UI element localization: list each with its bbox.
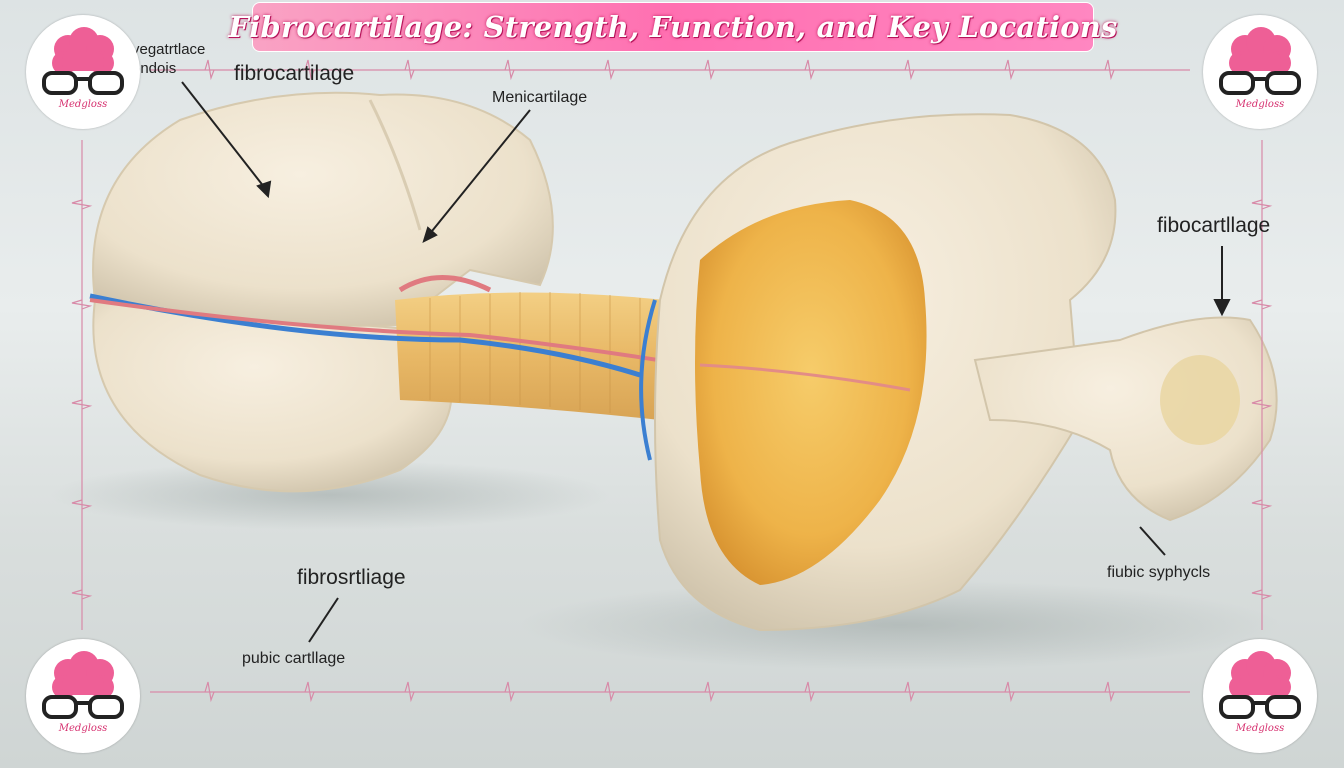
ecg-spikes (71, 59, 1273, 703)
logo-bottom-right: Medgloss (1203, 639, 1317, 753)
blue-vessel (89, 293, 641, 378)
label-top-left-small: vegatrtlace ondois (132, 41, 206, 77)
marrow-vessel (699, 363, 911, 392)
symphysis-cavity (1160, 355, 1240, 445)
label-bottom-right: fiubic syphycls (1107, 564, 1211, 581)
label-meniscus: Menicartilage (492, 89, 588, 106)
glasses-icon (42, 695, 124, 719)
logo-text: Medgloss (1235, 99, 1285, 110)
logo-text: Medgloss (58, 99, 108, 110)
red-vessel-branch (398, 275, 492, 293)
page-title: Fibrocartilage: Strength, Function, and … (228, 10, 1118, 44)
brain-icon (52, 27, 114, 75)
brain-icon (52, 651, 114, 699)
label-right-top: fibocartllage (1157, 214, 1271, 237)
annotation-arrows (181, 81, 1231, 643)
logo-top-left: Medgloss (26, 15, 140, 129)
brain-icon (1229, 651, 1291, 699)
ecg-border (81, 69, 1263, 693)
label-bottom-left-small: pubic cartllage (242, 650, 346, 667)
logo-text: Medgloss (1235, 723, 1285, 734)
glasses-icon (1219, 695, 1301, 719)
logo-text: Medgloss (58, 723, 108, 734)
label-bottom-left-large: fibrosrtliage (297, 566, 406, 589)
glasses-icon (42, 71, 124, 95)
left-cartilage-crease (368, 99, 422, 231)
left-cartilage-upper (92, 91, 554, 327)
floor-shadow (50, 460, 610, 530)
blue-vessel-ring (639, 299, 657, 461)
label-top-left-large: fibrocartilage (234, 62, 355, 85)
title-banner: Fibrocartilage: Strength, Function, and … (228, 2, 1117, 52)
bone-marrow-cavity (695, 200, 927, 585)
glasses-icon (1219, 71, 1301, 95)
logo-bottom-left: Medgloss (26, 639, 140, 753)
brain-icon (1229, 27, 1291, 75)
fibrous-shaft (395, 292, 665, 420)
logo-top-right: Medgloss (1203, 15, 1317, 129)
